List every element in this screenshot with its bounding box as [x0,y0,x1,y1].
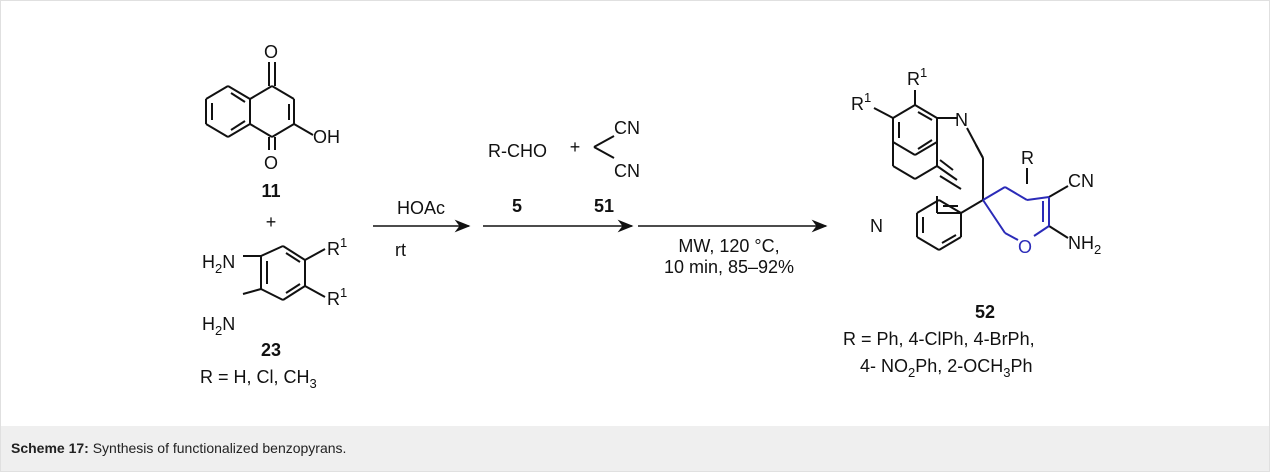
reagent-aldehyde: R-CHO [488,141,547,161]
reagent-plus: + [570,137,581,157]
pyran-ring [982,186,1050,241]
compound-23-nh2-bottom: H2N [202,314,235,338]
step1-condition-above: HOAc [397,198,445,218]
compound-11-o-bottom: O [264,153,278,173]
product-52-structure [873,90,1069,251]
compound-23-nh2-top: H2N [202,252,235,276]
reagent-5-label: 5 [512,196,522,216]
step2-condition-line1: MW, 120 °C, [678,236,779,256]
malononitrile-cn-bottom: CN [614,161,640,181]
compound-11-label: 11 [261,181,280,201]
step2-condition-line2: 10 min, 85–92% [664,257,794,277]
compound-11-o-top: O [264,42,278,62]
product-52-r-definition-2: 4- NO2Ph, 2-OCH3Ph [860,356,1033,380]
product-52-r: R [1021,148,1034,168]
product-52-r1-left: R1 [851,90,871,114]
malononitrile-cn-top: CN [614,118,640,138]
product-52-cn: CN [1068,171,1094,191]
compound-23-r1-top: R1 [327,235,347,259]
plus-sign: + [266,212,277,232]
product-52-r-definition-1: R = Ph, 4-ClPh, 4-BrPh, [843,329,1035,349]
caption-text: Synthesis of functionalized benzopyrans. [88,440,347,456]
product-52-o: O [1018,237,1032,257]
product-52-label: 52 [975,302,995,322]
figure-caption: Scheme 17: Synthesis of functionalized b… [11,440,346,456]
product-52-r1-top: R1 [907,65,927,89]
compound-23-structure [242,245,326,301]
compound-23-r-definition: R = H, Cl, CH3 [200,367,317,391]
compound-23-r1-bottom: R1 [327,285,347,309]
malononitrile-structure [593,135,615,159]
caption-label: Scheme 17: [11,440,89,456]
product-52-n-left: N [870,216,883,236]
caption-bar: Scheme 17: Synthesis of functionalized b… [1,426,1269,471]
compound-23-label: 23 [261,340,281,360]
product-52-nh2: NH2 [1068,233,1101,257]
compound-11-structure [205,62,314,150]
compound-11-oh: OH [313,127,340,147]
step1-condition-below: rt [395,240,406,260]
product-52-n-top: N [955,110,968,130]
reagent-51-label: 51 [594,196,614,216]
reaction-scheme: O O OH 11 + H2N H2N R1 R1 23 R = H, Cl, … [200,42,1101,391]
